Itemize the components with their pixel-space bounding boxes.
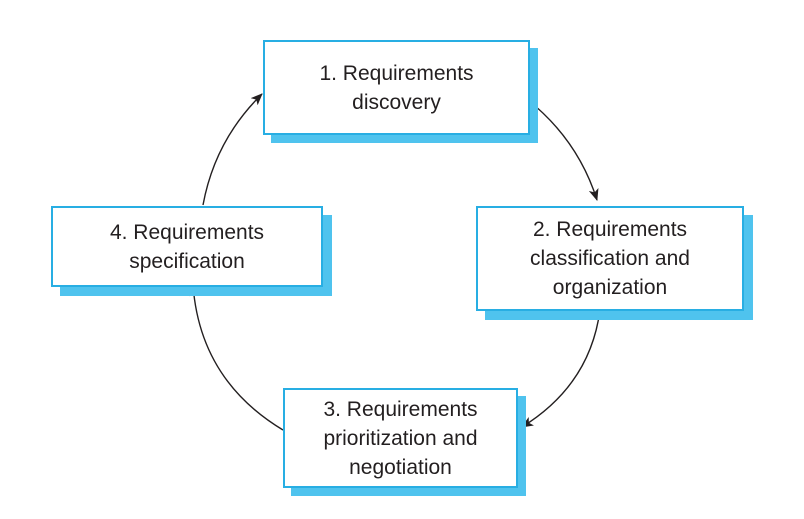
step-label-line: organization — [552, 276, 668, 299]
arrow-discovery-to-classification — [527, 99, 599, 201]
step-label-line: 1. Requirements — [319, 61, 474, 85]
arrow-prioritization-to-specification — [188, 284, 284, 431]
step-label-line: specification — [129, 249, 245, 273]
step-label-line: 4. Requirements — [109, 220, 265, 244]
step-label-line: classification and — [530, 247, 690, 270]
arrow-specification-to-discovery — [202, 93, 263, 206]
step-box-discovery: 1. Requirements discovery — [263, 40, 530, 135]
step-label-line: discovery — [352, 90, 441, 114]
step-label-line: 2. Requirements — [532, 218, 688, 241]
step-box-classification: 2. Requirements classification and organ… — [476, 206, 744, 311]
arrow-classification-to-prioritization — [521, 309, 601, 428]
step-label-line: negotiation — [349, 455, 452, 479]
step-label-line: prioritization and — [323, 426, 478, 450]
step-label-line: 3. Requirements — [323, 397, 478, 421]
step-box-specification: 4. Requirements specification — [51, 206, 323, 287]
step-box-prioritization: 3. Requirements prioritization and negot… — [283, 388, 518, 488]
